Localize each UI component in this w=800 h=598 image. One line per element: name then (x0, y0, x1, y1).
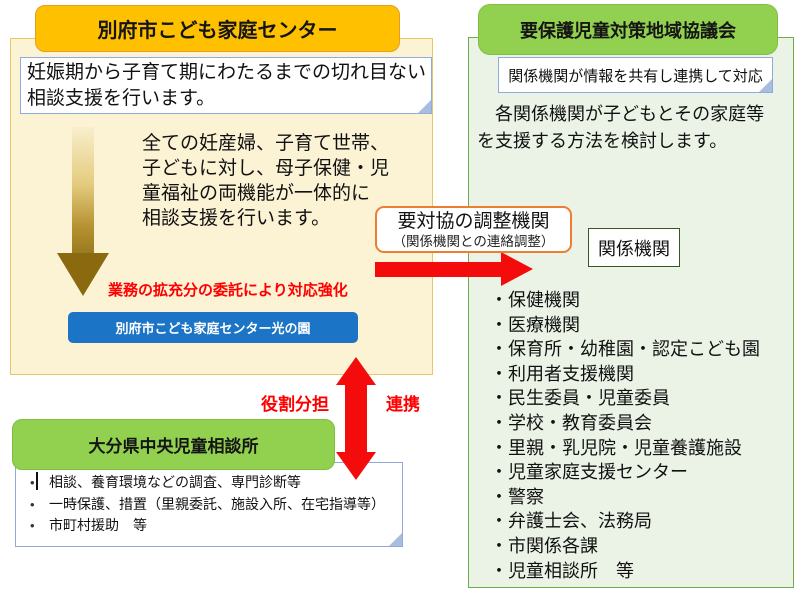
organization-item: ・民生委員・児童委員 (490, 388, 670, 409)
organization-item: ・医療機関 (490, 314, 580, 335)
gold-down-arrow-shaft (72, 127, 94, 254)
coordination-agency-subtitle: （関係機関との連絡調整） (392, 234, 555, 249)
beppu-center-title: 別府市こども家庭センター (35, 5, 400, 52)
council-title: 要保護児童対策地域協議会 (478, 4, 778, 55)
organization-item: ・保健機関 (490, 290, 580, 310)
double-arrow-up-head (336, 357, 376, 385)
text-cursor (36, 472, 38, 490)
double-arrow-shaft (345, 384, 367, 453)
consultation-item: 一時保護、措置（里親委託、施設入所、在宅指導等） (30, 494, 396, 516)
right-arrow-head (501, 252, 533, 286)
double-arrow-down-head (336, 452, 376, 480)
council-description: 各関係機関が子どもとその家庭等 を支援する方法を検討します。 (477, 104, 765, 151)
organization-item: ・児童相談所 等 (490, 560, 634, 581)
organization-item: ・保育所・幼稚園・認定こども園 (490, 339, 760, 360)
organization-item: ・警察 (490, 486, 544, 507)
organization-list: ・保健機関・医療機関・保育所・幼稚園・認定こども園・利用者支援機関・民生委員・児… (490, 288, 790, 583)
organization-item: ・里親・乳児院・児童養護施設 (490, 437, 742, 458)
beppu-center-speech-bubble: 妊娠期から子育て期にわたるまでの切れ目ない 相談支援を行います。 (20, 57, 432, 114)
cooperation-label: 連携 (386, 395, 420, 414)
organization-item: ・学校・教育委員会 (490, 412, 652, 433)
role-sharing-label: 役割分担 (261, 395, 329, 414)
consultation-item: 市町村援助 等 (30, 515, 396, 537)
hikarinosono-box: 別府市こども家庭センター光の園 (68, 312, 358, 343)
right-arrow-shaft (375, 262, 501, 277)
council-speech-bubble: 関係機関が情報を共有し連携して対応 (498, 57, 773, 93)
child-consultation-bubble: 相談、養育環境などの調査、専門診断等一時保護、措置（里親委託、施設入所、在宅指導… (15, 462, 403, 547)
coordination-agency-box: 要対協の調整機関 （関係機関との連絡調整） (375, 206, 572, 253)
organization-item: ・児童家庭支援センター (490, 462, 688, 483)
child-consultation-title: 大分県中央児童相談所 (12, 419, 335, 470)
organization-item: ・市関係各課 (490, 535, 598, 556)
council-panel (468, 37, 794, 588)
consultation-item: 相談、養育環境などの調査、専門診断等 (30, 472, 396, 494)
beppu-center-description: 全ての妊産婦、子育て世帯、 子どもに対し、母子保健・児 童福祉の両機能が一体的に… (142, 133, 390, 229)
organization-item: ・利用者支援機関 (490, 363, 634, 384)
gold-down-arrow-head (57, 253, 109, 296)
expansion-note: 業務の拡充分の委託により対応強化 (108, 282, 348, 299)
related-organizations-box: 関係機関 (588, 228, 680, 267)
coordination-agency-title: 要対協の調整機関 (397, 211, 550, 232)
organization-item: ・弁護士会、法務局 (490, 511, 652, 532)
